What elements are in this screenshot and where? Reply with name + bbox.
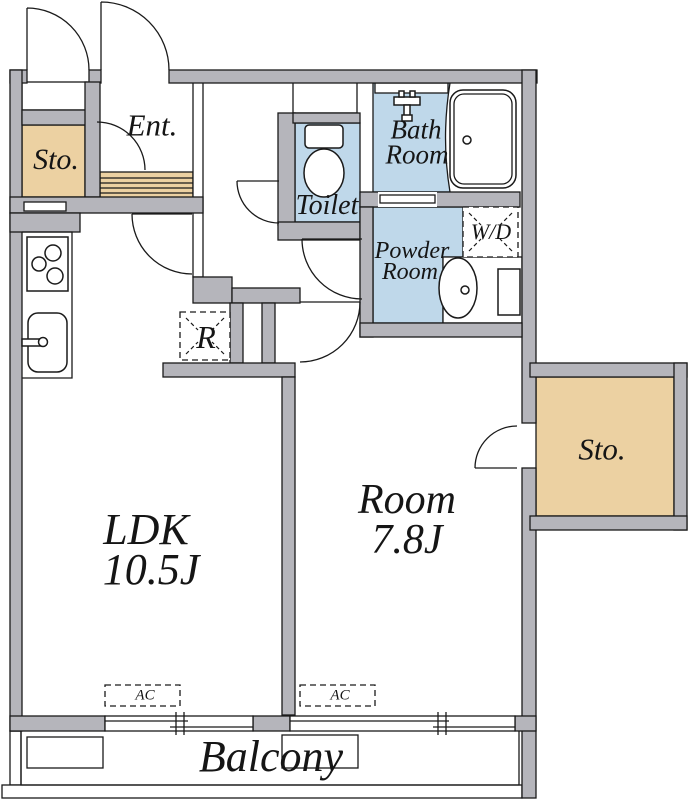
storage-right-floor <box>535 376 675 517</box>
room-sliding-window <box>289 712 516 735</box>
shoe-shelf <box>99 171 194 199</box>
shower-fixture-icon <box>393 90 421 122</box>
bedroom-label-line1: Room <box>358 477 456 523</box>
ac-box-room <box>299 684 376 707</box>
washbasin-icon <box>438 257 521 319</box>
ac-label-room: AC <box>330 687 350 704</box>
powder-room-label-line1: Powder <box>374 238 450 264</box>
ldk-label-line2: 10.5J <box>102 545 200 594</box>
ac-label-ldk: AC <box>135 687 155 704</box>
partition-wall <box>192 81 204 278</box>
kitchen-slit-window <box>23 201 67 212</box>
room-floors <box>21 81 675 517</box>
refrigerator-label: R <box>196 319 216 355</box>
balcony-hatch-box <box>281 734 359 769</box>
ldk-label-line1: LDK <box>103 505 189 554</box>
stove-icon <box>26 236 69 292</box>
balcony-structure <box>1 730 523 799</box>
ac-box-ldk <box>104 684 181 707</box>
toilet-icon <box>303 124 345 198</box>
toilet-door <box>236 180 280 224</box>
bathtub-icon <box>449 89 517 189</box>
powder-room-label-line2: Room <box>382 259 438 285</box>
kitchen-counter <box>21 231 73 379</box>
bathroom-door <box>378 192 437 207</box>
bedroom-door <box>299 301 361 363</box>
storage-right-label: Sto. <box>578 431 626 467</box>
bedroom-label-line2: 7.8J <box>371 517 443 563</box>
toilet-label: Toilet <box>295 190 359 221</box>
storage-right-door <box>474 425 518 469</box>
entrance-label: Ent. <box>126 107 178 143</box>
entry-door-right <box>100 1 170 71</box>
entry-door-left <box>26 7 90 71</box>
ldk-sliding-window <box>104 712 254 735</box>
entry-meter-box <box>21 81 88 111</box>
balcony-partition-box <box>26 736 104 769</box>
washer-dryer-box <box>462 206 519 258</box>
refrigerator-box <box>179 311 231 361</box>
doors <box>26 1 518 469</box>
balcony-label: Balcony <box>198 732 344 781</box>
kitchen-sink-icon <box>21 312 68 373</box>
walls <box>9 69 688 799</box>
bathroom-label-line1: Bath <box>390 114 442 145</box>
washer-dryer-label: W/D <box>470 219 512 244</box>
storage-left-label: Sto. <box>33 143 79 176</box>
powder-room-door <box>301 238 363 300</box>
kitchen-door <box>131 213 193 275</box>
bathroom-label-line2: Room <box>385 139 449 170</box>
toilet-window-recess <box>292 81 358 114</box>
openings <box>23 192 516 735</box>
storage-left-door <box>96 121 146 171</box>
